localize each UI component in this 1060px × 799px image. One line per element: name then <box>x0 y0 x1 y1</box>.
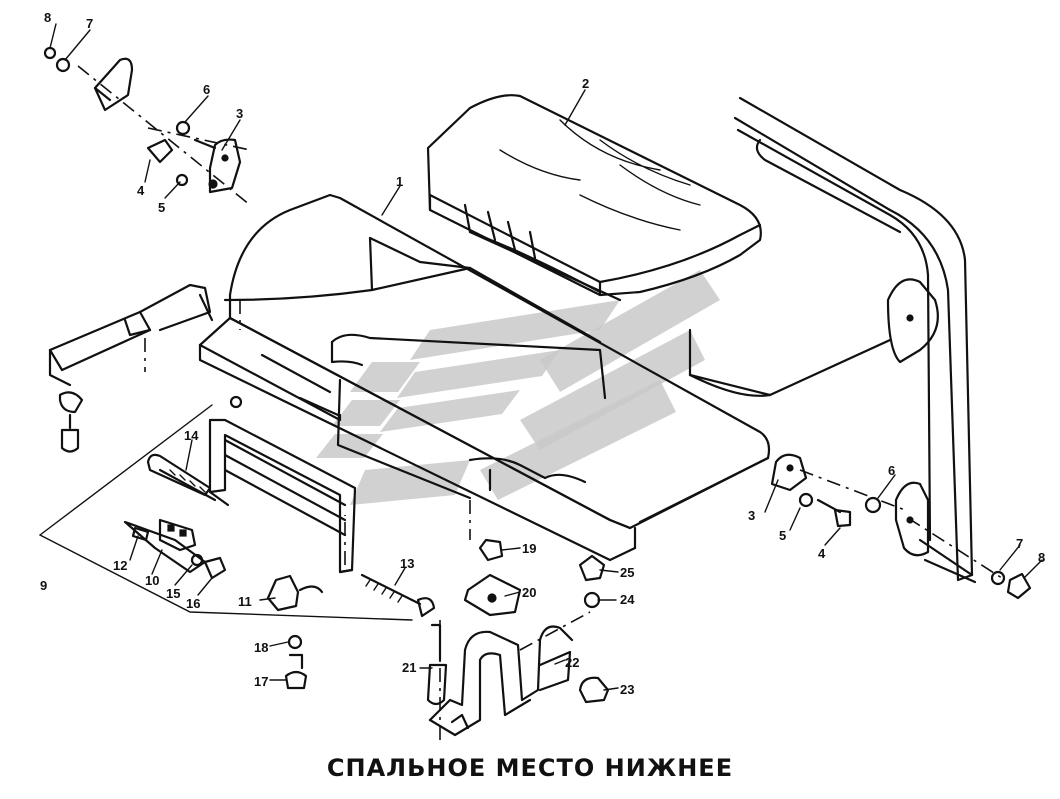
callout-label: 14 <box>184 428 199 443</box>
callout-label: 25 <box>620 565 634 580</box>
callout-label: 24 <box>620 592 635 607</box>
right-lower-fasteners <box>578 554 610 704</box>
callout-label: 16 <box>186 596 200 611</box>
callout-label: 19 <box>522 541 536 556</box>
lock-parts <box>123 453 324 690</box>
mounting-bracket <box>426 538 574 737</box>
callout-label: 4 <box>818 546 826 561</box>
mattress <box>426 94 762 302</box>
callout-label: 5 <box>779 528 786 543</box>
callout-label: 22 <box>565 655 579 670</box>
callout-label: 18 <box>254 640 268 655</box>
callout-label: 20 <box>522 585 536 600</box>
diagram-caption: СПАЛЬНОЕ МЕСТО НИЖНЕЕ <box>326 754 734 782</box>
cab-rear-wall <box>733 96 977 584</box>
berth-box <box>198 193 892 562</box>
long-bolt <box>360 573 436 618</box>
callout-label: 6 <box>888 463 895 478</box>
callout-label: 3 <box>236 106 243 121</box>
callout-label: 21 <box>402 660 416 675</box>
callout-label: 6 <box>203 82 210 97</box>
callout-label: 2 <box>582 76 589 91</box>
watermark-logo <box>316 270 720 505</box>
callout-label: 8 <box>44 10 51 25</box>
callout-label: 7 <box>86 16 93 31</box>
callout-labels: 8 7 6 3 4 5 2 1 14 9 12 10 15 16 11 13 1… <box>40 10 1045 697</box>
callout-label: 10 <box>145 573 159 588</box>
callout-label: 3 <box>748 508 755 523</box>
callout-label: 7 <box>1016 536 1023 551</box>
callout-label: 11 <box>238 594 252 609</box>
callout-label: 4 <box>137 183 145 198</box>
left-hinge-parts <box>43 46 242 194</box>
callout-label: 17 <box>254 674 268 689</box>
callout-label: 13 <box>400 556 414 571</box>
callout-label: 5 <box>158 200 165 215</box>
callout-label: 8 <box>1038 550 1045 565</box>
leader-lines <box>49 23 1043 691</box>
callout-label: 23 <box>620 682 634 697</box>
left-handle <box>48 283 243 453</box>
callout-label: 1 <box>396 174 403 189</box>
callout-label: 15 <box>166 586 180 601</box>
right-hinge-parts <box>770 453 1032 600</box>
callout-label: 12 <box>113 558 127 573</box>
support-frame <box>39 404 413 621</box>
center-lines <box>77 65 1006 740</box>
callout-label: 9 <box>40 578 47 593</box>
